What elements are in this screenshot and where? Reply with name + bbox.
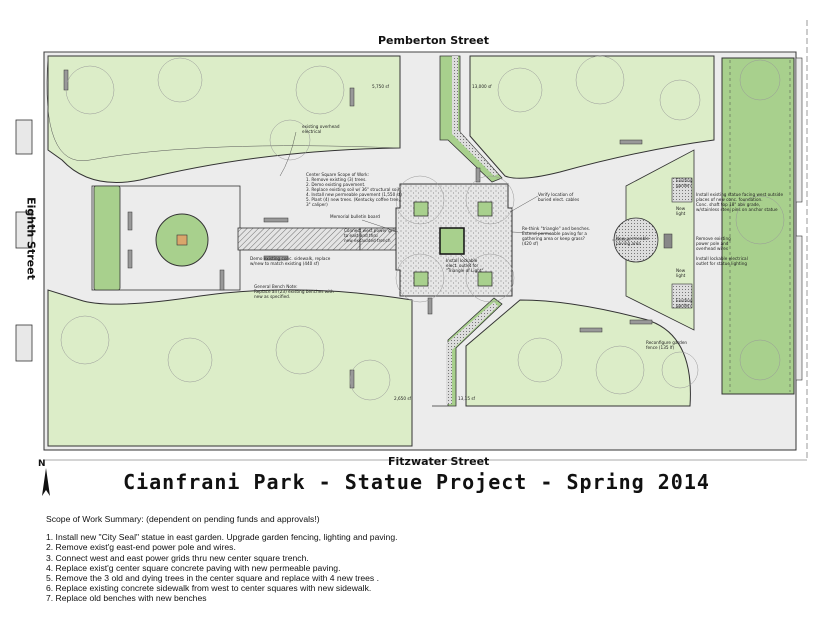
west-sidewalk [237,227,361,251]
note-lockable-outlet: Install lockable electrical outlet for s… [696,256,748,266]
scope-summary: Scope of Work Summary: (dependent on pen… [46,514,766,604]
lawn-southeast [465,299,691,407]
street-label-south: Fitzwater Street [388,455,490,468]
list-item: 1. Install new "City Seal" statue in eas… [46,532,398,543]
scope-list: 1. Install new "City Seal" statue in eas… [46,532,766,603]
list-item: 4. Replace exist'g center square concret… [46,562,341,573]
note-triangle: Re-think "triangle" and benches. Extend … [522,226,591,246]
center-tree-pits [413,201,493,287]
triangle-planter [439,227,465,255]
lawn-southwest [47,289,413,447]
benches [63,69,653,389]
tree-canopies [60,55,785,401]
scope-heading: Scope of Work Summary: (dependent on pen… [46,514,320,524]
list-item: 6. Replace existing concrete sidewalk fr… [46,583,372,594]
street-label-west: Eighth Street [24,197,38,280]
list-item: 5. Remove the 3 old and dying trees in t… [46,573,379,584]
note-existing-garden-bottom: Existing garden [676,298,693,308]
west-garden-bed [93,185,121,291]
east-long-garden [721,57,795,395]
note-connect-grids: Connect west power grid to east and thru… [344,228,397,243]
page-title: Cianfrani Park - Statue Project - Spring… [123,470,710,494]
list-item: 7. Replace old benches with new benches [46,593,207,604]
list-item: 3. Connect west and east power grids thr… [46,552,309,563]
north-arrow-icon: N [38,459,50,496]
street-tree-pits [15,119,33,362]
note-bulletin: Memorial bulletin board [330,214,380,219]
note-demo-walk: Demo existing conc. sidewalk, replace w/… [250,256,331,266]
area-label-ne: 13,000 sf [472,84,492,89]
note-bench: General Bench Note: Replace all (23) exi… [254,284,334,299]
note-lockable: Install lockable elect. outlet for "Tria… [446,258,484,273]
north-label: N [38,459,46,469]
note-remove-pole: Remove existing power pole and overhead … [696,236,731,251]
site-plan [15,20,808,461]
note-new-light-top: New light [676,206,686,216]
lawn-northeast [469,55,715,179]
area-label-s-center: 13,15 sf [458,396,475,401]
note-existing-garden-top: Existing garden [676,178,693,188]
note-permeable-area: New permeable paving area [616,236,649,246]
area-label-nw: 5,750 sf [372,84,389,89]
note-reconfigure: Reconfigure garden fence (135 lf) [646,340,688,350]
lawn-northwest [47,55,401,183]
note-overhead: existing overhead electrical [302,124,340,134]
note-statue-install: Install existing statue facing west outs… [696,192,784,212]
street-label-north: Pemberton Street [378,34,490,47]
list-item: 2. Remove exist'g east-end power pole an… [46,542,236,553]
area-label-sw: 2,650 sf [394,396,411,401]
note-verify: Verify location of buried elect. cables [538,192,580,202]
note-center-scope: Center Square Scope of Work: 1. Remove e… [306,172,402,207]
note-new-light-bottom: New light [676,268,686,278]
